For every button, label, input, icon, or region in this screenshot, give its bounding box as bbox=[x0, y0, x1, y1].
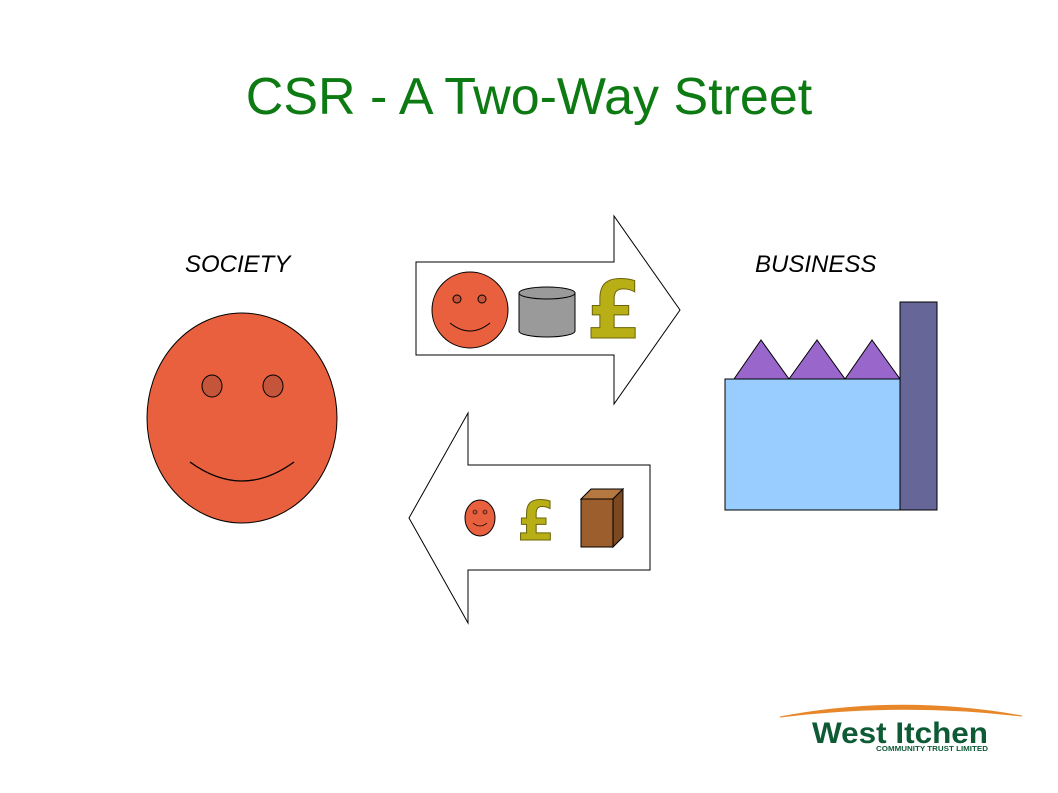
society-label: SOCIETY bbox=[185, 251, 291, 278]
factory-icon bbox=[724, 301, 938, 511]
people-face-icon bbox=[431, 271, 509, 349]
product-box-icon bbox=[579, 487, 625, 549]
pound-symbol-small: £ bbox=[517, 490, 555, 553]
slide-title: CSR - A Two-Way Street bbox=[245, 68, 813, 126]
business-label: BUSINESS bbox=[755, 251, 877, 278]
logo-name: West Itchen bbox=[812, 717, 988, 750]
society-face-icon bbox=[146, 312, 338, 524]
small-face-icon bbox=[464, 499, 496, 537]
west-itchen-logo: West Itchen COMMUNITY TRUST LIMITED bbox=[779, 704, 1023, 753]
arrow-left-to-society bbox=[408, 411, 651, 625]
logo-subtitle: COMMUNITY TRUST LIMITED bbox=[876, 746, 988, 753]
resource-cylinder-icon bbox=[518, 286, 576, 338]
pound-symbol-large: £ bbox=[586, 264, 642, 357]
